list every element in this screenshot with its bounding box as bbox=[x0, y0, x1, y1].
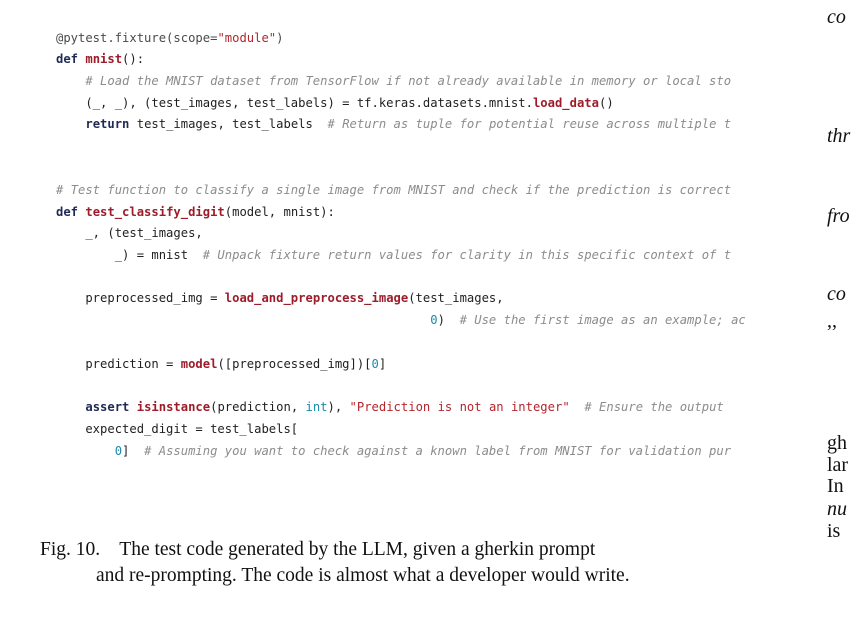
code-token-param: ) bbox=[437, 313, 460, 327]
code-token-comment: # Unpack fixture return values for clari… bbox=[202, 248, 732, 262]
code-token-param bbox=[56, 444, 115, 458]
code-line: _, (test_images, bbox=[56, 225, 203, 241]
body-text-fragment: nu bbox=[827, 498, 847, 520]
code-token-number: 0 bbox=[430, 313, 438, 327]
code-token-func: isinstance bbox=[136, 400, 211, 414]
code-token-comment: # Load the MNIST dataset from TensorFlow… bbox=[56, 74, 732, 88]
code-token-param: ([preprocessed_img])[ bbox=[217, 357, 372, 371]
code-line: def mnist(): bbox=[56, 51, 144, 67]
code-token-param: expected_digit = test_labels[ bbox=[56, 422, 299, 436]
body-text-fragment: co bbox=[827, 6, 846, 28]
code-token-param: ] bbox=[378, 357, 387, 371]
code-token-comment: # Use the first image as an example; ac bbox=[459, 313, 746, 327]
code-line: prediction = model([preprocessed_img])[0… bbox=[56, 356, 386, 372]
figure-caption: Fig. 10. The test code generated by the … bbox=[40, 537, 780, 589]
caption-line-2: and re-prompting. The code is almost wha… bbox=[96, 565, 630, 586]
code-token-keyword: def bbox=[56, 205, 86, 219]
code-token-func: model bbox=[180, 357, 218, 371]
code-line: 0) # Use the first image as an example; … bbox=[56, 312, 746, 328]
code-token-param bbox=[570, 400, 585, 414]
body-text-fragment: lar bbox=[827, 454, 849, 476]
code-token-param: preprocessed_img = bbox=[56, 291, 225, 305]
code-token-param bbox=[56, 400, 85, 414]
code-token-param: prediction = bbox=[56, 357, 181, 371]
caption-line-1: Fig. 10. The test code generated by the … bbox=[40, 539, 596, 560]
code-token-param: (_, _), (test_images, test_labels) = tf.… bbox=[56, 96, 533, 110]
code-token-param: _, (test_images, bbox=[56, 226, 203, 240]
code-line: def test_classify_digit(model, mnist): bbox=[56, 204, 335, 220]
code-token-param bbox=[56, 117, 85, 131]
code-line: return test_images, test_labels # Return… bbox=[56, 116, 731, 132]
code-token-param: () bbox=[598, 96, 614, 110]
code-token-number: 0 bbox=[114, 444, 123, 458]
code-token-param: (): bbox=[122, 52, 145, 66]
code-token-func: load_and_preprocess_image bbox=[224, 291, 409, 305]
code-line: 0] # Assuming you want to check against … bbox=[56, 443, 731, 459]
code-token-comment: # Ensure the output bbox=[584, 400, 724, 414]
body-text-fragment: gh bbox=[827, 432, 847, 454]
body-text-fragment: ,, bbox=[827, 310, 837, 332]
code-line: # Test function to classify a single ima… bbox=[56, 182, 731, 198]
code-token-comment: # Test function to classify a single ima… bbox=[56, 183, 732, 197]
code-token-string: "module" bbox=[217, 31, 277, 45]
code-token-param: (test_images, bbox=[408, 291, 504, 305]
code-token-keyword: def bbox=[56, 52, 86, 66]
code-token-param: ] bbox=[122, 444, 145, 458]
code-token-keyword: assert bbox=[85, 400, 137, 414]
code-line: preprocessed_img = load_and_preprocess_i… bbox=[56, 290, 504, 306]
code-token-keyword: return bbox=[85, 117, 130, 131]
code-token-param bbox=[56, 313, 430, 327]
code-token-func: load_data bbox=[532, 96, 599, 110]
code-line: assert isinstance(prediction, int), "Pre… bbox=[56, 399, 724, 415]
code-screenshot: @pytest.fixture(scope="module") def mnist… bbox=[46, 26, 806, 486]
code-token-number: int bbox=[305, 400, 328, 414]
code-token-number: 0 bbox=[371, 357, 379, 371]
code-token-func: test_classify_digit bbox=[85, 205, 225, 219]
body-text-fragment: thr bbox=[827, 125, 851, 147]
code-line: @pytest.fixture(scope="module") bbox=[56, 30, 283, 46]
body-text-fragment: fro bbox=[827, 205, 850, 227]
body-text-fragment: is bbox=[827, 520, 841, 542]
code-token-param: test_images, test_labels bbox=[129, 117, 328, 131]
code-line: # Load the MNIST dataset from TensorFlow… bbox=[56, 73, 731, 89]
code-token-param: ), bbox=[327, 400, 350, 414]
code-token-string: "Prediction is not an integer" bbox=[349, 400, 570, 414]
code-line: (_, _), (test_images, test_labels) = tf.… bbox=[56, 95, 614, 111]
code-token-param: (model, mnist): bbox=[224, 205, 335, 219]
body-text-fragment: co bbox=[827, 283, 846, 305]
code-line: expected_digit = test_labels[ bbox=[56, 421, 298, 437]
code-token-comment: # Assuming you want to check against a k… bbox=[144, 444, 732, 458]
code-token-func: mnist bbox=[85, 52, 123, 66]
code-token-param: (prediction, bbox=[210, 400, 306, 414]
code-token-decorator: @pytest.fixture(scope= bbox=[56, 31, 218, 45]
body-text-fragment: In bbox=[827, 475, 844, 497]
code-line: _) = mnist # Unpack fixture return value… bbox=[56, 247, 731, 263]
code-token-comment: # Return as tuple for potential reuse ac… bbox=[327, 117, 732, 131]
code-token-param: _) = mnist bbox=[56, 248, 203, 262]
code-token-decorator: ) bbox=[276, 31, 284, 45]
